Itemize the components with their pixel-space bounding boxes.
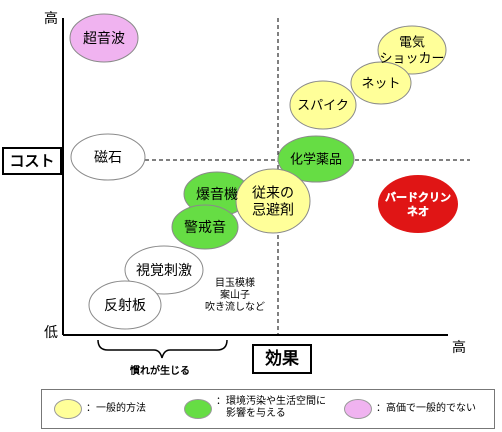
brace	[97, 339, 228, 359]
y-axis-title: コスト	[2, 147, 62, 175]
method-label-line: 反射板	[104, 298, 146, 314]
method-ellipse-keikaion	[171, 204, 239, 250]
y-axis-low-label: 低	[44, 325, 58, 341]
brand-logo-ellipse	[378, 175, 458, 233]
method-label-keikaion: 警戒音	[184, 219, 226, 236]
method-label-hanshaban: 反射板	[104, 298, 146, 314]
method-label-line: 従来の	[252, 186, 294, 202]
method-ellipse-net	[350, 61, 412, 105]
method-ellipse-denki	[377, 25, 447, 75]
note-line: 吹き流しなど	[205, 302, 265, 313]
method-label-line: ショッカー	[379, 52, 444, 67]
method-label-kagaku: 化学薬品	[290, 152, 342, 168]
visual-stimulus-examples: 目玉模様 案山子 吹き流しなど	[196, 278, 274, 314]
method-ellipse-shikaku	[124, 245, 204, 295]
method-label-line: 磁石	[94, 150, 122, 166]
method-label-line: ネット	[361, 77, 400, 92]
legend-text-line: 影響を与える	[226, 408, 286, 419]
legend-text-expensive: ：高価で一般的でない	[376, 403, 476, 414]
method-label-line: 爆音機	[196, 186, 238, 203]
legend-swatch-general	[54, 399, 82, 419]
method-label-line: 警戒音	[184, 219, 226, 236]
legend-text-environmental: ：環境汚染や生活空間に 影響を与える	[216, 396, 326, 420]
note-line: 案山子	[220, 290, 250, 301]
method-ellipse-spike	[289, 80, 357, 130]
method-label-spike: スパイク	[297, 99, 349, 114]
method-label-line: 忌避剤	[252, 203, 294, 219]
method-label-line: 化学薬品	[290, 152, 342, 168]
method-label-line: 電気	[399, 35, 425, 51]
habituation-label: 慣れが生じる	[130, 366, 190, 377]
method-label-bakuonki: 爆音機	[196, 186, 238, 203]
method-label-net: ネット	[361, 77, 400, 92]
method-label-line: スパイク	[297, 99, 349, 114]
method-label-line: 超音波	[83, 30, 125, 47]
brand-logo-line: バードクリン	[385, 191, 451, 204]
method-label-denki: 電気ショッカー	[379, 35, 444, 67]
method-ellipse-chouonpa	[69, 13, 139, 63]
method-label-line: 視覚刺激	[136, 262, 192, 279]
method-ellipse-jishaku	[70, 133, 146, 181]
legend-text-line: ：環境汚染や生活空間に	[216, 396, 326, 407]
note-line: 目玉模様	[215, 278, 255, 289]
method-label-jishaku: 磁石	[94, 150, 122, 166]
brand-logo-text: バードクリンネオ	[385, 191, 451, 218]
x-axis-high-label: 高	[452, 340, 466, 356]
method-ellipse-juurai	[235, 168, 311, 234]
legend-text-general: ：一般的方法	[86, 403, 146, 414]
method-label-chouonpa: 超音波	[83, 30, 125, 47]
method-label-shikaku: 視覚刺激	[136, 262, 192, 279]
legend: ：一般的方法 ：環境汚染や生活空間に 影響を与える ：高価で一般的でない	[41, 389, 495, 429]
brand-logo-line: ネオ	[407, 205, 429, 218]
y-axis-high-label: 高	[44, 11, 58, 27]
method-ellipse-kagaku	[277, 135, 355, 183]
x-axis-title: 効果	[252, 344, 312, 374]
method-label-juurai: 従来の忌避剤	[252, 186, 294, 219]
legend-swatch-expensive	[344, 399, 372, 419]
legend-swatch-environmental	[184, 399, 212, 419]
method-ellipse-hanshaban	[88, 280, 162, 330]
